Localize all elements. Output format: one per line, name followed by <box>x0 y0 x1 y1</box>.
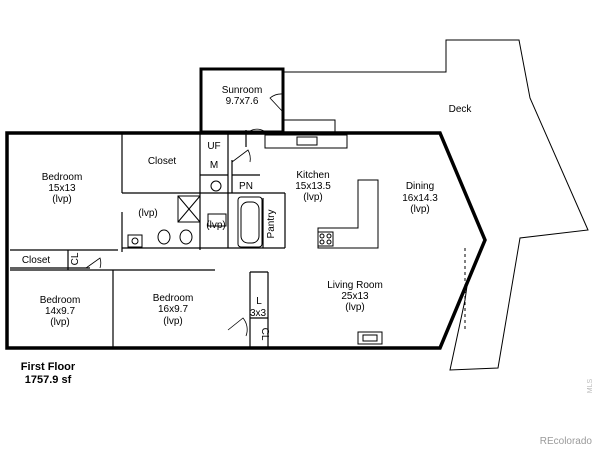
door-swings <box>85 93 284 337</box>
dining-dims: 16x14.3 <box>402 193 438 204</box>
kitchen-counter <box>264 134 348 149</box>
bedroom1-name: Bedroom <box>42 172 83 183</box>
toilet-icon-2 <box>179 229 193 245</box>
interior-walls <box>10 130 286 348</box>
bathtub-icon <box>237 196 263 248</box>
bedroom2-name: Bedroom <box>40 295 81 306</box>
living-name: Living Room <box>327 280 383 291</box>
room-labels: Sunroom 9.7x7.6 Deck Bedroom 15x13 (lvp)… <box>22 85 473 341</box>
vanity-icon <box>207 213 227 227</box>
deck-name: Deck <box>449 104 473 115</box>
closet-top-name: Closet <box>148 156 177 167</box>
uf-label: UF <box>207 141 220 152</box>
kitchen-floor: (lvp) <box>303 192 322 203</box>
bath1-floor: (lvp) <box>138 208 157 219</box>
bedroom3-dims: 16x9.7 <box>158 304 188 315</box>
cl-hall-label: CL <box>70 252 81 265</box>
kitchen-name: Kitchen <box>296 170 329 181</box>
stove-icon <box>317 231 334 247</box>
sunroom-walls <box>199 67 285 134</box>
kitchen-island <box>317 179 379 249</box>
kitchen-dims: 15x13.5 <box>295 181 331 192</box>
pantry-name: Pantry <box>266 210 277 239</box>
m-label: M <box>210 160 218 171</box>
bedroom3-floor: (lvp) <box>163 316 182 327</box>
bedroom1-dims: 15x13 <box>48 183 76 194</box>
living-floor: (lvp) <box>345 302 364 313</box>
laundry-name: L <box>256 296 262 307</box>
kitchen-sink <box>296 136 318 146</box>
shower-icon <box>177 195 201 223</box>
house-outer-wall <box>5 131 487 350</box>
branding-text: REcolorado <box>540 436 593 447</box>
water-heater-icon <box>210 180 222 192</box>
sunroom-dims: 9.7x7.6 <box>226 96 259 107</box>
deck-outline <box>282 39 589 371</box>
fixtures <box>127 134 466 345</box>
floor-title: First Floor <box>21 361 76 373</box>
bedroom2-dims: 14x9.7 <box>45 306 75 317</box>
cl-entry-label: CL <box>259 328 270 341</box>
laundry-dims: 3x3 <box>250 308 267 319</box>
bedroom1-floor: (lvp) <box>52 194 71 205</box>
floor-area: 1757.9 sf <box>25 374 72 386</box>
dining-floor: (lvp) <box>410 204 429 215</box>
dining-name: Dining <box>406 181 434 192</box>
watermark-text: MLS <box>587 378 594 393</box>
bath2-floor: (lvp) <box>206 220 225 231</box>
toilet-icon <box>157 229 171 245</box>
closet-left-name: Closet <box>22 255 51 266</box>
sunroom-name: Sunroom <box>222 85 263 96</box>
bedroom3-name: Bedroom <box>153 293 194 304</box>
living-dims: 25x13 <box>341 291 369 302</box>
fireplace-icon <box>357 331 383 345</box>
sink-icon <box>127 234 143 248</box>
pn-label: PN <box>239 181 253 192</box>
bedroom2-floor: (lvp) <box>50 317 69 328</box>
